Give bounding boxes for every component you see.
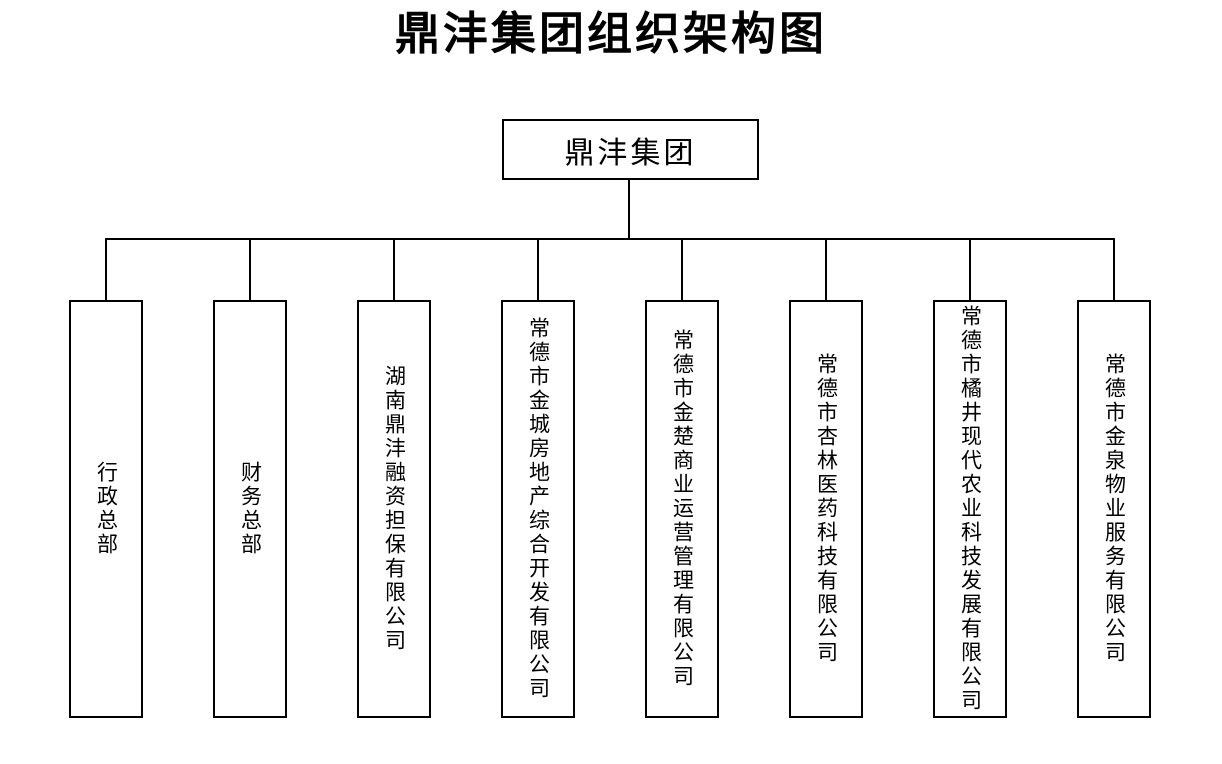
child-node: 常德市金泉物业服务有限公司 <box>1077 300 1151 718</box>
child-node: 常德市杏林医药科技有限公司 <box>789 300 863 718</box>
child-node: 财务总部 <box>213 300 287 718</box>
child-node: 常德市橘井现代农业科技发展有限公司 <box>933 300 1007 718</box>
connector-child-drop <box>969 240 971 300</box>
connector-child-drop <box>1113 240 1115 300</box>
chart-title: 鼎沣集团组织架构图 <box>394 9 827 59</box>
child-node-label: 常德市金城房地产综合开发有限公司 <box>526 317 551 701</box>
child-node: 湖南鼎沣融资担保有限公司 <box>357 300 431 718</box>
connector-bus <box>105 238 1115 240</box>
child-node-label: 常德市杏林医药科技有限公司 <box>814 353 839 665</box>
connector-child-drop <box>249 240 251 300</box>
child-node: 常德市金城房地产综合开发有限公司 <box>501 300 575 718</box>
child-node-label: 财务总部 <box>238 461 263 557</box>
child-node: 常德市金楚商业运营管理有限公司 <box>645 300 719 718</box>
child-node-label: 行政总部 <box>94 461 119 557</box>
child-node-label: 常德市金泉物业服务有限公司 <box>1102 353 1127 665</box>
child-node-label: 常德市金楚商业运营管理有限公司 <box>670 329 695 689</box>
connector-root-drop <box>628 180 630 238</box>
connector-child-drop <box>825 240 827 300</box>
connector-child-drop <box>105 240 107 300</box>
connector-child-drop <box>681 240 683 300</box>
connector-child-drop <box>537 240 539 300</box>
root-node-label: 鼎沣集团 <box>564 136 697 170</box>
child-node-label: 湖南鼎沣融资担保有限公司 <box>382 365 407 653</box>
child-node: 行政总部 <box>69 300 143 718</box>
root-node: 鼎沣集团 <box>502 119 759 180</box>
connector-child-drop <box>393 240 395 300</box>
child-node-label: 常德市橘井现代农业科技发展有限公司 <box>958 305 983 713</box>
